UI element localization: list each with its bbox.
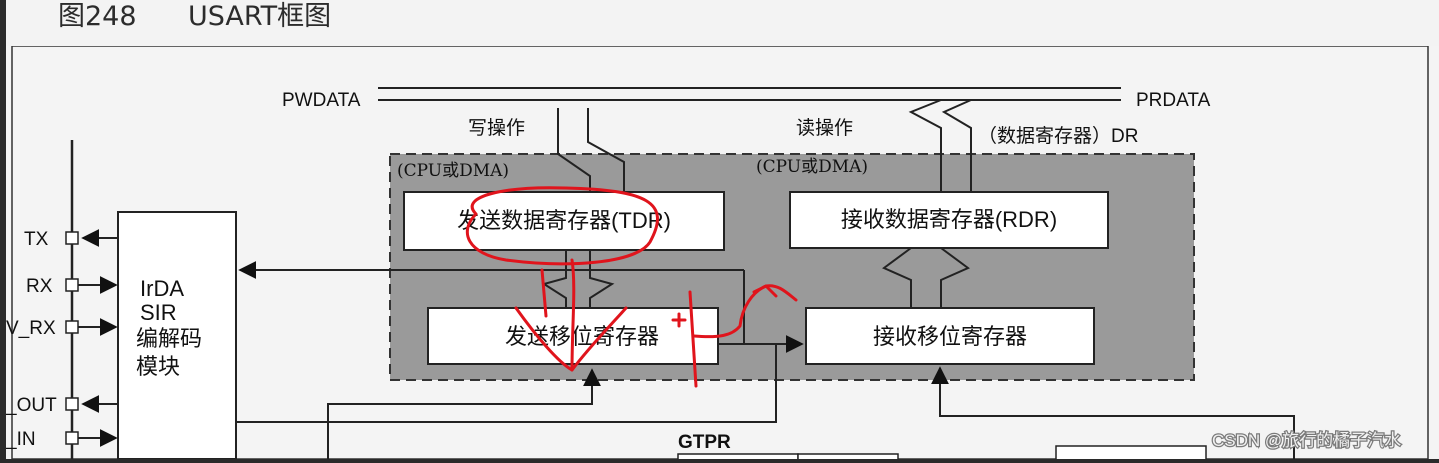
irda-block (117, 211, 237, 460)
gtpr-label: GTPR (678, 432, 731, 453)
rx-shift-box (805, 307, 1095, 365)
annotation-vertical (688, 290, 698, 388)
rx-shift-clock-line (931, 366, 1295, 459)
read-op-label: 读操作 (796, 117, 853, 139)
annotation-circle (465, 186, 659, 266)
pin-v-rx: V_RX (6, 318, 118, 339)
pin-out-label: _OUT (6, 395, 57, 416)
tdr-label: 发送数据寄存器(TDR) (457, 208, 671, 233)
cpu-dma-right-label: (CPU或DMA) (756, 157, 868, 177)
read-path-right (941, 99, 972, 192)
tdr-to-shift-right (589, 250, 615, 308)
annotation-stroke-left (540, 268, 548, 318)
figure-title: USART框图 (188, 1, 332, 32)
irda-line-3: 编解码 (136, 326, 202, 351)
shift-to-rdr-left (882, 247, 912, 308)
cpu-dma-left-label: (CPU或DMA) (397, 161, 509, 181)
pin-tx: TX (24, 229, 118, 250)
irda-line-2: SIR (140, 300, 177, 325)
pin-v-rx-label: V_RX (6, 318, 56, 339)
annotation-hook-tip (752, 284, 778, 298)
red-annotation (465, 186, 798, 388)
tdr-box (403, 191, 725, 251)
write-op-label: 写操作 (468, 117, 525, 139)
figure-caption: 图248 USART框图 (6, 0, 1439, 47)
pin-out: _OUT (5, 395, 118, 416)
dr-label: （数据寄存器）DR (978, 125, 1138, 147)
irda-line-4: 模块 (136, 354, 180, 379)
shift-to-rdr-right (940, 247, 970, 308)
gtpr-box-2 (797, 453, 899, 463)
pin-in-label: _IN (6, 429, 36, 450)
tx-shift-label: 发送移位寄存器 (505, 324, 659, 349)
pwdata-label: PWDATA (282, 90, 361, 111)
pin-rx-label: RX (26, 276, 53, 297)
rdr-label: 接收数据寄存器(RDR) (841, 207, 1057, 232)
pin-in: _IN (5, 429, 118, 450)
annotation-plus (671, 312, 687, 328)
diagram-canvas: PWDATA PRDATA 写操作 读操作 （数据寄存器）DR (CPU或DMA… (5, 45, 1429, 463)
annotation-hook (692, 284, 798, 339)
annotation-arrowhead (514, 306, 628, 372)
bottom-right-block (1055, 445, 1207, 463)
irda-output-line (236, 344, 777, 423)
pin-tx-label: TX (24, 229, 49, 250)
left-dark-edge (0, 0, 6, 459)
figure-number: 图248 (58, 1, 137, 32)
tx-shift-clock-line (327, 368, 601, 459)
prdata-label: PRDATA (1136, 90, 1211, 111)
usart-block-diagram: PWDATA PRDATA 写操作 读操作 （数据寄存器）DR (CPU或DMA… (5, 45, 1439, 463)
gtpr-box (677, 453, 799, 463)
rdr-box (789, 191, 1109, 249)
pin-rx: RX (26, 276, 118, 297)
watermark: CSDN @旅行的橘子汽水 (1212, 431, 1401, 450)
read-path-left (908, 99, 942, 192)
rx-shift-label: 接收移位寄存器 (873, 324, 1027, 349)
irda-line-1: IrDA (140, 276, 184, 301)
annotation-stroke-down (570, 258, 576, 372)
